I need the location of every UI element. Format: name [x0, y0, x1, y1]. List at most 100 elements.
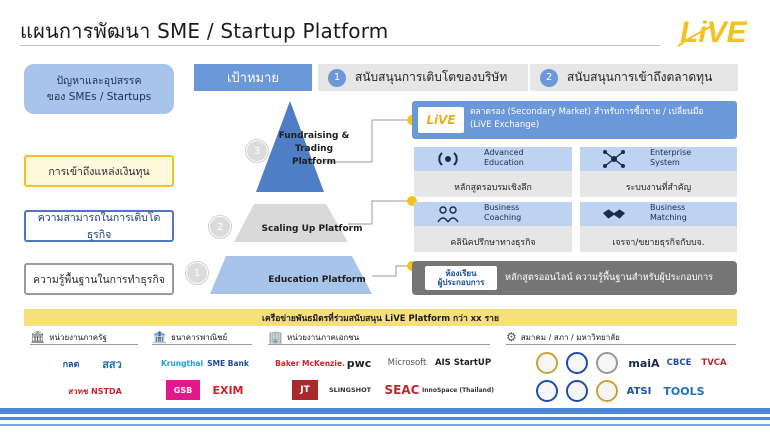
category-label: หน่วยงานภาคเอกชน: [286, 332, 360, 342]
pyramid-level-bottom: [210, 256, 372, 294]
exchange-line-2: (LiVE Exchange): [470, 120, 540, 130]
live-logo: LiVE: [677, 16, 748, 49]
buildings-icon: 🏢: [268, 330, 283, 344]
association-icon: ⚙: [506, 330, 517, 344]
level-3-number: 3: [246, 140, 268, 162]
handshake-icon: [602, 204, 626, 224]
level-2-label: Scaling Up Platform: [261, 224, 363, 234]
maia-logo: maiA: [628, 356, 660, 370]
challenge-funding: การเข้าถึงแหล่งเงินทุน: [24, 155, 174, 187]
connector-middle: [348, 200, 412, 225]
level-2-number: 2: [209, 216, 231, 238]
slingshot-logo: SLINGSHOT: [328, 386, 372, 394]
university-seal: [566, 380, 588, 402]
level-3-line-1: Fundraising &: [278, 131, 350, 141]
category-government: 🏛 หน่วยงานภาครัฐ: [30, 330, 107, 344]
category-label: หน่วยงานภาครัฐ: [49, 332, 107, 342]
live-exchange-text: ตลาดรอง (Secondary Market) สำหรับการซื้อ…: [470, 106, 732, 132]
jt-logo: JT: [292, 380, 318, 400]
level-1-label: Education Platform: [268, 275, 366, 285]
connector-bottom: [372, 265, 412, 277]
association-seal: [596, 352, 618, 374]
exim-logo: EXIM: [212, 383, 244, 397]
pwc-logo: pwc: [346, 356, 372, 370]
challenge-basic-knowledge: ความรู้พื้นฐานในการทำธุรกิจ: [24, 263, 174, 295]
level-3-line-2: Trading: [294, 144, 334, 154]
sme-bank-logo: SME Bank: [207, 358, 249, 368]
goal-company-growth: 1 สนับสนุนการเติบโตของบริษัท: [318, 64, 528, 91]
association-seal: [536, 352, 558, 374]
problems-header: ปัญหาและอุปสรรค ของ SMEs / Startups: [24, 64, 174, 114]
category-label: ธนาคารพาณิชย์: [170, 332, 228, 342]
pyramid-level-middle: [234, 204, 348, 242]
government-building-icon: 🏛: [30, 330, 46, 344]
card-subtitle: หลักสูตรอบรมเชิงลึก: [454, 183, 532, 193]
level-1-number: 1: [186, 262, 208, 284]
level-3-line-3: Platform: [292, 157, 336, 167]
category-divider: [506, 344, 736, 345]
level-3-label: Fundraising & Trading Platform: [274, 130, 354, 169]
live-exchange-logo: LiVE: [418, 107, 464, 133]
goal-capital-market-access: 2 สนับสนุนการเข้าถึงตลาดทุน: [530, 64, 738, 91]
network-icon: [602, 149, 626, 169]
krungthai-logo: Krungthai: [160, 358, 204, 368]
category-private: 🏢 หน่วยงานภาคเอกชน: [268, 330, 359, 344]
osmep-logo: สสว: [102, 358, 122, 371]
goal-number: 2: [540, 68, 558, 87]
category-divider: [268, 344, 490, 345]
tvca-logo: TVCA: [701, 358, 727, 368]
goal-number: 1: [328, 68, 346, 87]
connector-top: [324, 119, 412, 163]
goal-text: สนับสนุนการเข้าถึงตลาดทุน: [567, 70, 713, 84]
goal-text: สนับสนุนการเติบโตของบริษัท: [355, 70, 508, 84]
partner-network-banner: เครือข่ายพันธมิตรที่ร่วมสนับสนุน LiVE Pl…: [24, 309, 737, 326]
card-subtitle: ระบบงานที่สำคัญ: [625, 183, 692, 193]
platform-pyramid: [210, 101, 417, 294]
coaching-icon: [436, 204, 460, 224]
card-subtitle: เจรจา/ขยายธุรกิจกับบจ.: [612, 238, 705, 248]
nstda-logo: สวทช NSTDA: [68, 386, 122, 396]
problems-line-1: ปัญหาและอุปสรรค: [56, 75, 142, 87]
university-seal: [596, 380, 618, 402]
category-banks: 🏦 ธนาคารพาณิชย์: [152, 330, 227, 344]
education-platform-text: หลักสูตรออนไลน์ ความรู้พื้นฐานสำหรับผู้ป…: [505, 272, 714, 283]
goals-label: เป้าหมาย: [194, 64, 312, 91]
bank-icon: 🏦: [152, 330, 167, 344]
live-exchange-box: [412, 101, 737, 139]
page-title: แผนการพัฒนา SME / Startup Platform: [20, 19, 389, 43]
card-subtitle: คลินิคปรึกษาทางธุรกิจ: [450, 238, 536, 248]
seac-logo: SEAC: [384, 383, 420, 397]
atsi-logo: ATSI: [626, 385, 652, 397]
tools-logo: TOOLS: [663, 384, 705, 398]
category-label: สมาคม / สภา / มหาวิทยาลัย: [520, 332, 620, 342]
category-divider: [152, 344, 252, 345]
problems-line-2: ของ SMEs / Startups: [46, 91, 152, 103]
challenge-growth: ความสามารถในการเติบโตธุรกิจ: [24, 210, 174, 242]
broadcast-icon: [436, 149, 460, 169]
gsb-logo: GSB: [166, 380, 200, 400]
logo-text: LiVE: [680, 16, 748, 49]
university-seal: [536, 380, 558, 402]
footer-stripe: [0, 417, 770, 420]
sec-logo: กลต: [62, 360, 80, 370]
title-divider: [20, 45, 660, 46]
pyramid-level-top: [256, 101, 324, 192]
ais-startup-logo: AIS StartUP: [434, 358, 492, 368]
baker-mckenzie-logo: Baker McKenzie.: [275, 358, 345, 368]
association-seal: [566, 352, 588, 374]
footer-stripe: [0, 424, 770, 426]
cbce-logo: CBCE: [666, 358, 692, 368]
entrepreneur-classroom-logo: ห้องเรียนผู้ประกอบการ: [425, 266, 497, 290]
microsoft-logo: Microsoft: [387, 358, 427, 368]
category-associations: ⚙ สมาคม / สภา / มหาวิทยาลัย: [506, 330, 620, 344]
category-divider: [30, 344, 138, 345]
footer-stripe: [0, 408, 770, 414]
